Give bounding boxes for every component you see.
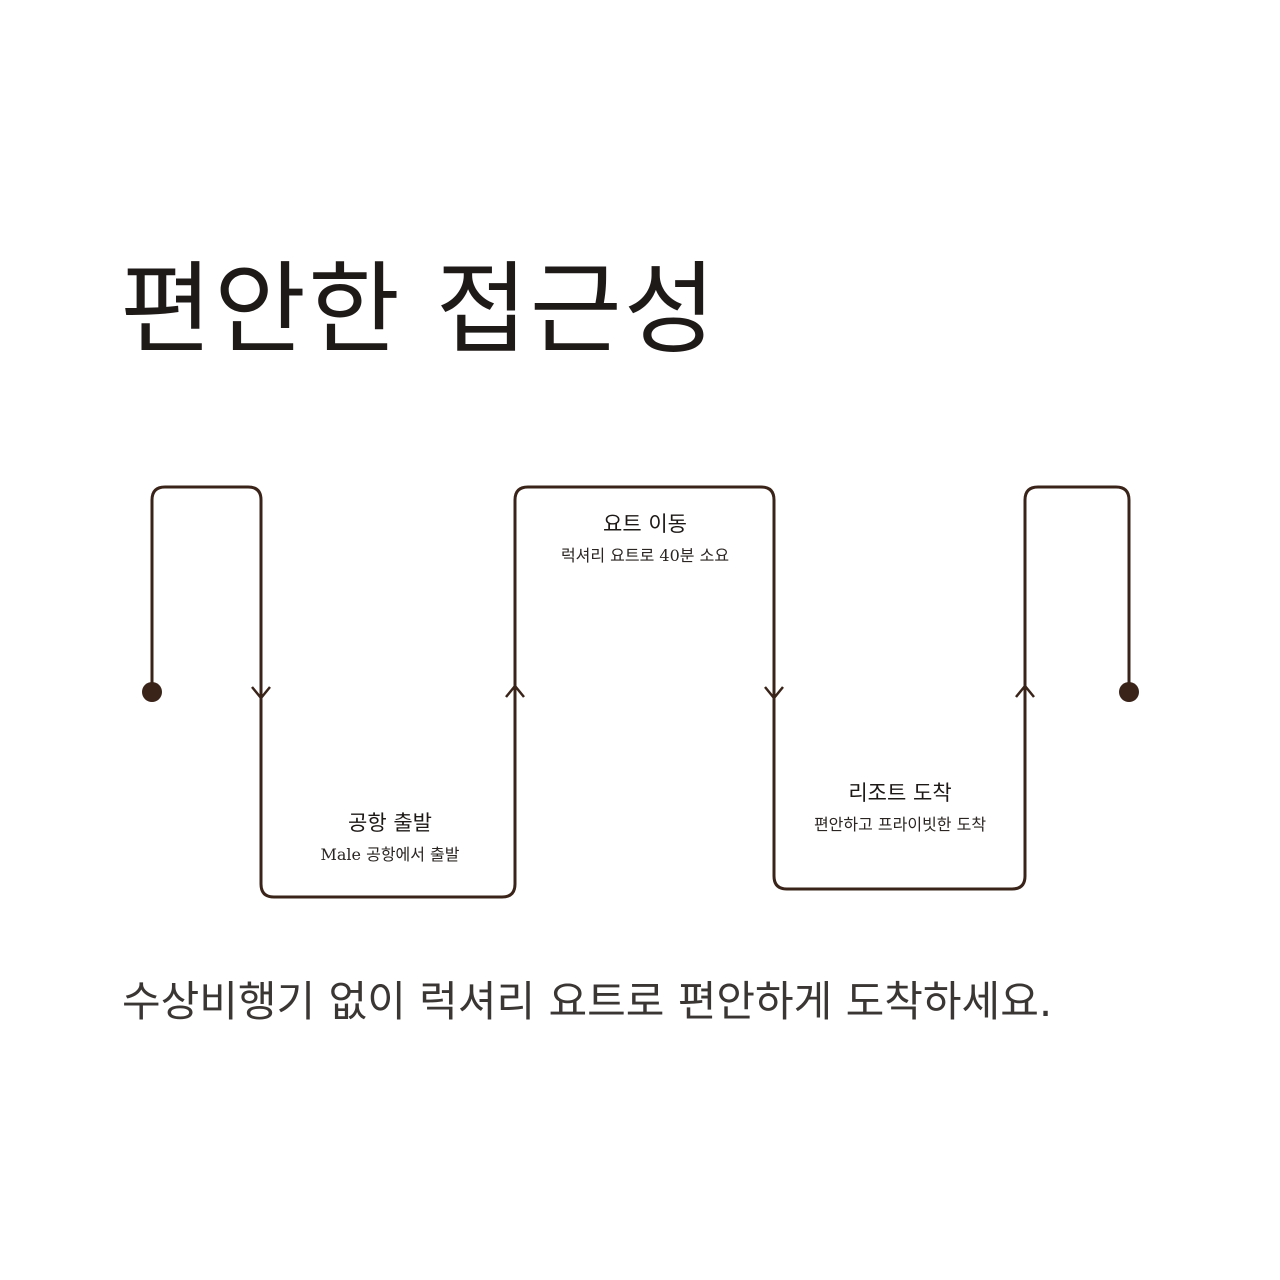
step-yacht-transfer: 요트 이동 럭셔리 요트로 40분 소요 [540,511,750,567]
journey-path [150,485,1131,899]
page-title: 편안한 접근성 [120,251,718,368]
step-title: 리조트 도착 [848,781,952,805]
end-dot [1119,682,1139,702]
step-description: 럭셔리 요트로 40분 소요 [560,546,730,566]
step-airport-departure: 공항 출발 Male 공항에서 출발 [290,810,490,866]
arrow-down-icon [764,686,784,700]
step-title: 요트 이동 [603,512,687,536]
start-dot [142,682,162,702]
arrow-up-icon [505,684,525,698]
step-resort-arrival: 리조트 도착 편안하고 프라이빗한 도착 [800,780,1000,836]
arrow-up-icon [1015,684,1035,698]
step-description: Male 공항에서 출발 [320,845,460,865]
arrow-down-icon [251,686,271,700]
step-description: 편안하고 프라이빗한 도착 [813,815,987,835]
step-title: 공항 출발 [348,811,432,835]
tagline: 수상비행기 없이 럭셔리 요트로 편안하게 도착하세요. [122,977,1053,1026]
